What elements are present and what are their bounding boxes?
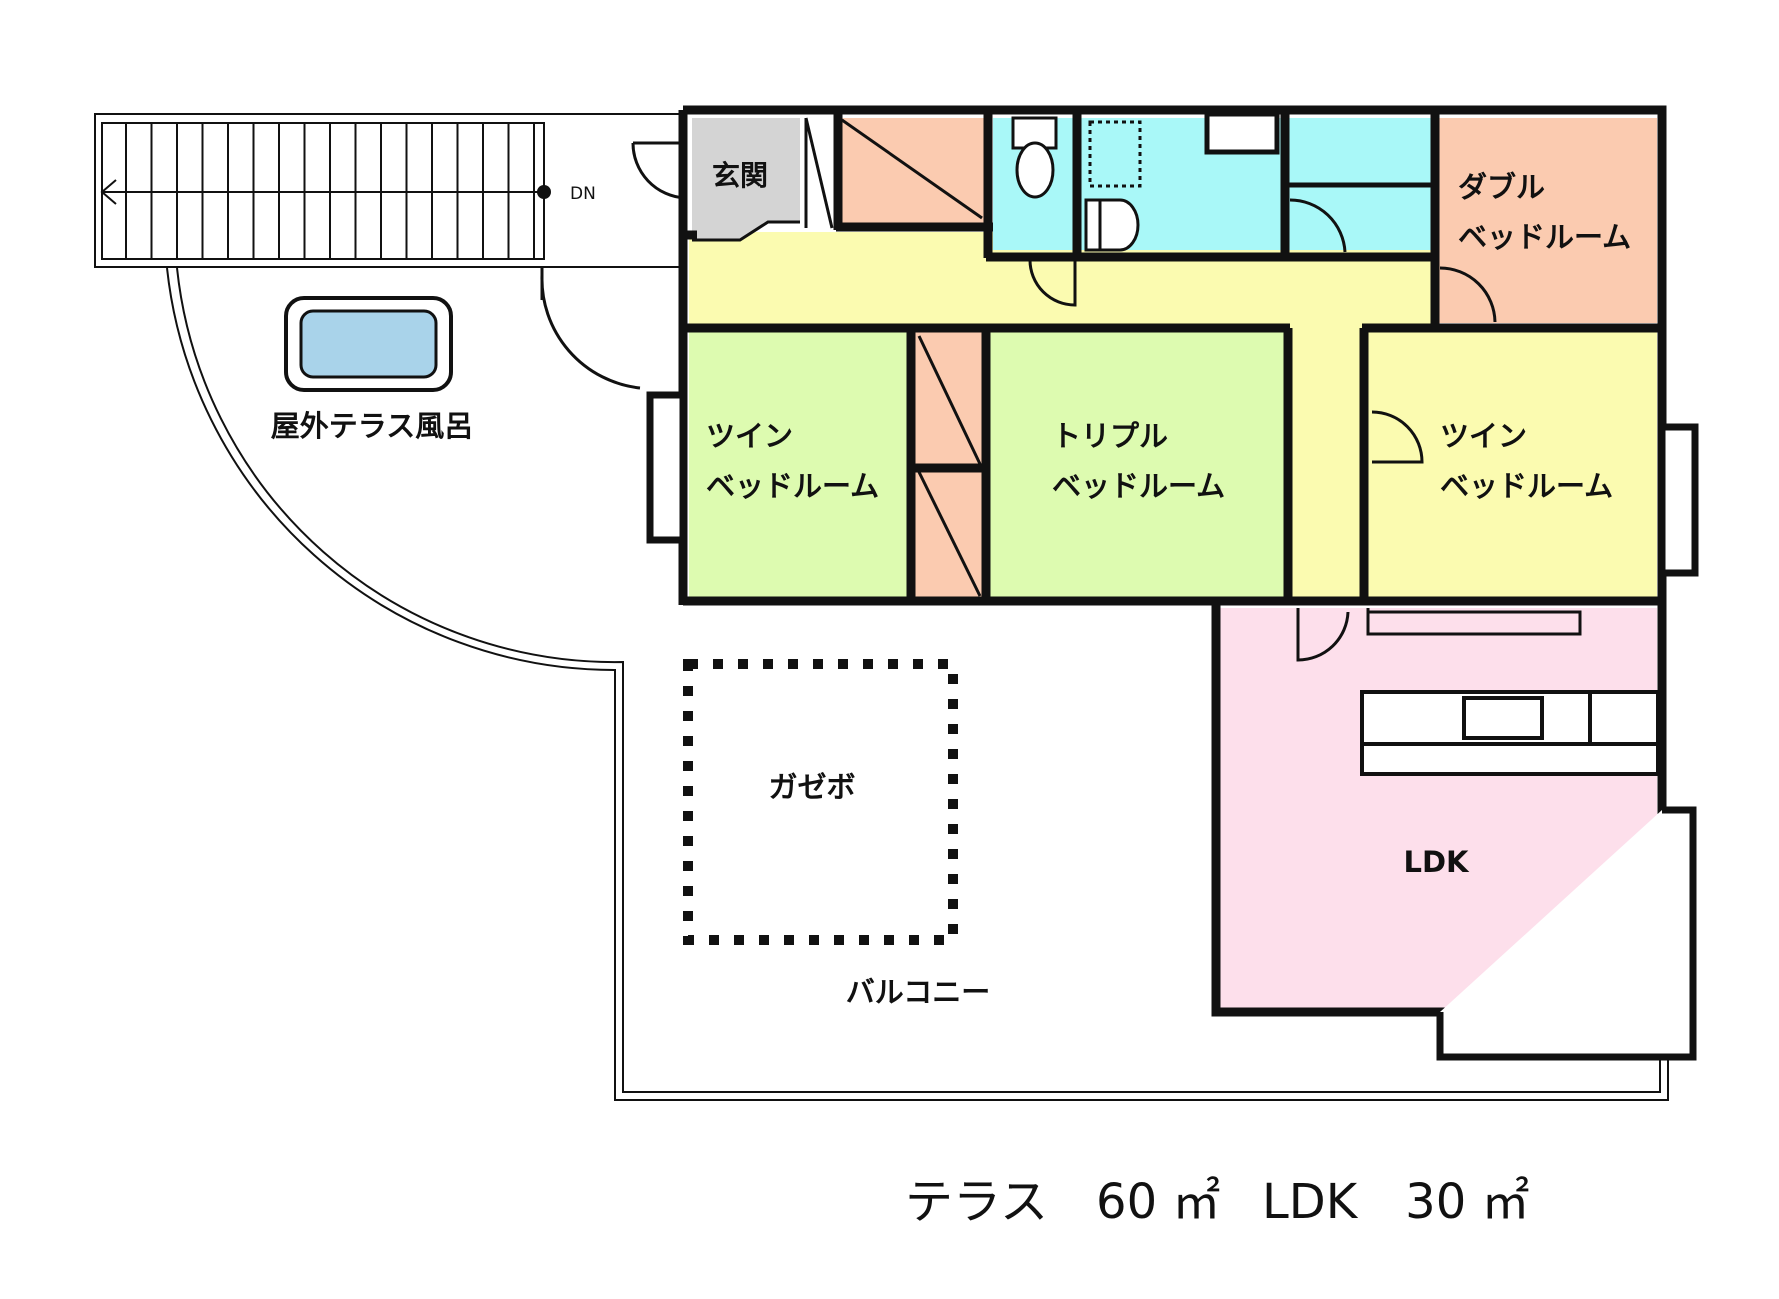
terrace-area: テラス 60 ㎡	[905, 1174, 1220, 1230]
double-room-label-1: ダブル	[1458, 170, 1545, 204]
washbasin	[1084, 198, 1140, 252]
twin-left-label-2: ベッドルーム	[706, 469, 879, 503]
twin-right-label-1: ツイン	[1440, 419, 1527, 453]
stairs: DN	[94, 113, 686, 268]
gazebo-label: ガゼボ	[768, 770, 855, 804]
entrance-label: 玄関	[712, 159, 768, 192]
toilet	[1011, 116, 1058, 199]
triple-label-1: トリプル	[1052, 419, 1168, 453]
kitchen-counter	[1360, 690, 1660, 776]
shelf	[1204, 111, 1280, 155]
arrow-left-icon	[100, 179, 117, 205]
door-swings	[1028, 259, 1582, 662]
bath-mat	[1088, 120, 1142, 188]
outdoor-bath-label: 屋外テラス風呂	[271, 409, 473, 443]
twin-left-label-1: ツイン	[706, 419, 793, 453]
twin-right-label-2: ベッドルーム	[1440, 469, 1613, 503]
double-room-label-2: ベッドルーム	[1458, 220, 1631, 254]
balcony-label: バルコニー	[846, 975, 990, 1009]
outdoor-bathtub	[284, 296, 453, 392]
triple-label-2: ベッドルーム	[1052, 469, 1225, 503]
windows	[646, 391, 1699, 1061]
entrance-door	[631, 141, 686, 200]
stairs-dn-label: DN	[570, 184, 596, 204]
gazebo-outline	[683, 659, 958, 945]
ldk-area: LDK 30 ㎡	[1262, 1174, 1530, 1230]
terrace-outline	[166, 267, 1669, 1101]
terrace-door	[540, 267, 641, 390]
storage-diagonal	[841, 118, 983, 220]
entrance-details	[692, 117, 834, 242]
ldk-label: LDK	[1403, 845, 1470, 879]
